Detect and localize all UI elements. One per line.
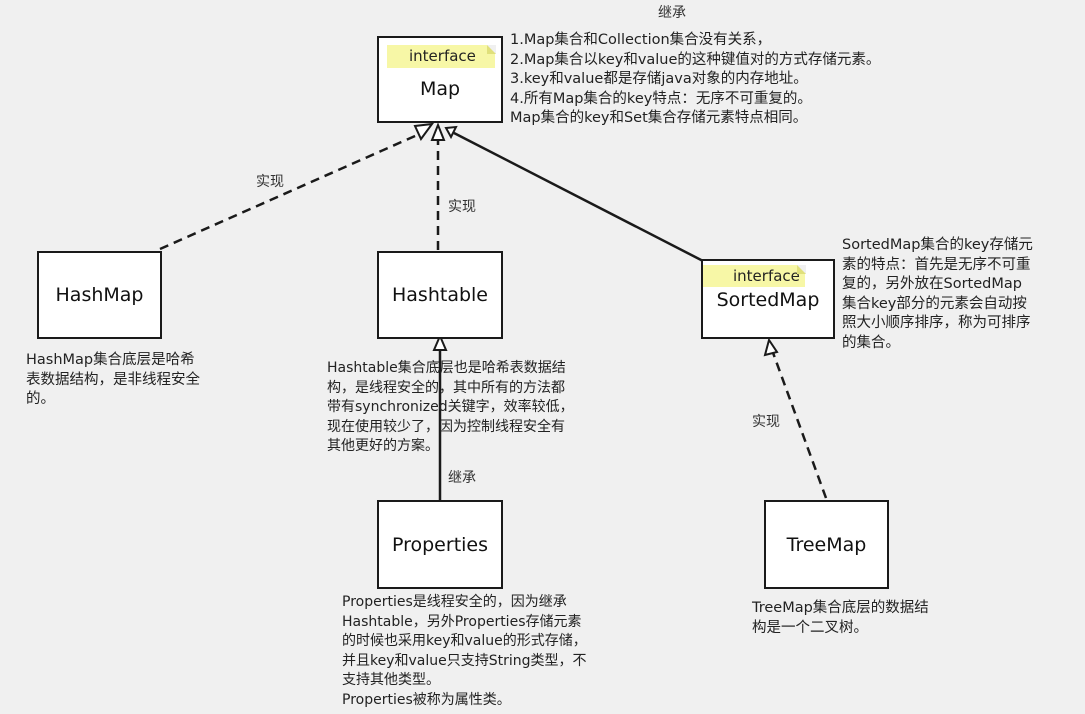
sortedmap-interface-tag: interface (703, 265, 806, 287)
treemap-implements-label: 实现 (752, 414, 780, 430)
hashmap-to-map-edge (159, 130, 425, 251)
map-description-line: 2.Map集合以key和value的这种键值对的方式存储元素。 (510, 51, 881, 68)
note-fold-icon (487, 45, 496, 54)
hashtable-description-line: 现在使用较少了，因为控制线程安全有 (327, 418, 565, 435)
properties-description-line: Properties被称为属性类。 (342, 691, 511, 708)
properties-description: Properties是线程安全的，因为继承 Hashtable，另外Proper… (342, 593, 587, 710)
hashtable-description-line: 带有synchronized关键字，效率较低， (327, 399, 574, 415)
properties-description-line: 并且key和value只支持String类型，不 (342, 652, 587, 669)
sortedmap-description-line: 复的，另外放在SortedMap (842, 276, 1022, 292)
hashmap-description: HashMap集合底层是哈希 表数据结构，是非线程安全 的。 (26, 351, 200, 410)
properties-name: Properties (391, 533, 489, 556)
map-node[interactable]: interface Map (377, 36, 503, 123)
properties-arrowhead (432, 333, 448, 351)
sortedmap-description-line: 集合key部分的元素会自动按 (842, 295, 1027, 312)
properties-description-line: 支持其他类型。 (342, 672, 440, 688)
sortedmap-description-line: SortedMap集合的key存储元 (842, 237, 1033, 253)
sortedmap-arrowhead (444, 125, 458, 140)
sortedmap-name: SortedMap (716, 289, 820, 311)
hashmap-description-line: 表数据结构，是非线程安全 (26, 371, 200, 388)
hashtable-node[interactable]: Hashtable (377, 251, 503, 339)
properties-node[interactable]: Properties (377, 500, 503, 589)
hashmap-name: HashMap (55, 284, 144, 306)
treemap-name: TreeMap (786, 533, 867, 556)
properties-description-line: Properties是线程安全的，因为继承 (342, 594, 567, 610)
map-description: 1.Map集合和Collection集合没有关系， 2.Map集合以key和va… (510, 31, 880, 129)
sortedmap-description-line: 的集合。 (842, 334, 900, 351)
top-inheritance-label: 继承 (658, 5, 686, 21)
hashtable-name: Hashtable (392, 284, 488, 306)
hashmap-node[interactable]: HashMap (37, 251, 162, 339)
map-description-line: Map集合的key和Set集合存储元素特点相同。 (510, 110, 808, 126)
hashmap-description-line: HashMap集合底层是哈希 (26, 352, 195, 368)
properties-description-line: Hashtable，另外Properties存储元素 (342, 613, 582, 630)
properties-description-line: 的时候也采用key和value的形式存储， (342, 633, 587, 649)
sortedmap-stereotype: interface (733, 267, 800, 285)
hashtable-implements-label: 实现 (448, 199, 476, 215)
sortedmap-description: SortedMap集合的key存储元 素的特点：首先是无序不可重 复的，另外放在… (842, 236, 1033, 353)
treemap-description-line: TreeMap集合底层的数据结 (752, 600, 929, 616)
hashmap-description-line: 的。 (26, 391, 55, 407)
map-description-line: 4.所有Map集合的key特点：无序不可重复的。 (510, 90, 812, 107)
sortedmap-description-line: 照大小顺序排序，称为可排序 (842, 315, 1031, 331)
treemap-node[interactable]: TreeMap (764, 500, 889, 589)
map-interface-tag: interface (387, 45, 496, 68)
sortedmap-node[interactable]: interface SortedMap (701, 259, 835, 339)
note-fold-icon (797, 265, 806, 274)
treemap-to-sortedmap-edge (770, 349, 828, 499)
hashtable-description-line: 构，是线程安全的，其中所有的方法都 (327, 379, 565, 396)
treemap-description-line: 构是一个二叉树。 (752, 619, 868, 636)
treemap-description: TreeMap集合底层的数据结 构是一个二叉树。 (752, 599, 929, 638)
properties-extends-label: 继承 (448, 470, 476, 486)
map-description-line: 3.key和value都是存储java对象的内存地址。 (510, 71, 808, 87)
treemap-arrowhead (763, 337, 779, 357)
hashtable-description-line: 其他更好的方案。 (327, 438, 439, 454)
hashmap-implements-label: 实现 (256, 174, 284, 190)
hashtable-description-line: Hashtable集合底层也是哈希表数据结 (327, 360, 566, 376)
map-name: Map (419, 77, 461, 100)
sortedmap-description-line: 素的特点：首先是无序不可重 (842, 256, 1031, 273)
hashtable-arrowhead (430, 122, 446, 141)
hashtable-description: Hashtable集合底层也是哈希表数据结 构，是线程安全的，其中所有的方法都 … (327, 359, 574, 457)
hashmap-arrowhead (413, 122, 435, 141)
sortedmap-to-map-edge (453, 131, 706, 264)
map-stereotype: interface (409, 47, 476, 65)
map-description-line: 1.Map集合和Collection集合没有关系， (510, 32, 772, 48)
